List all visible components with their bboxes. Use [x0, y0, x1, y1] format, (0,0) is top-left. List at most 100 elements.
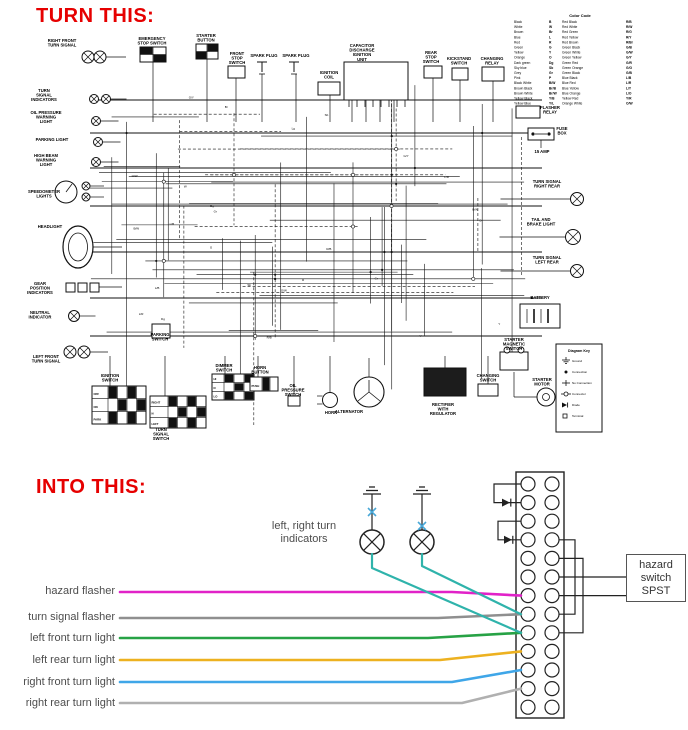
- wire-hazard-flasher: [118, 590, 523, 597]
- connector-terminal: [544, 532, 560, 548]
- svg-text:G/O: G/O: [626, 66, 632, 70]
- svg-text:BATTERY: BATTERY: [530, 295, 550, 300]
- connector-terminal: [520, 476, 536, 492]
- simplified-diagram: [118, 471, 626, 719]
- svg-text:G/Y: G/Y: [626, 56, 632, 60]
- svg-text:OFF: OFF: [94, 392, 100, 396]
- connector-terminal: [544, 606, 560, 622]
- svg-text:Terminal: Terminal: [572, 414, 584, 418]
- svg-text:LO: LO: [214, 395, 219, 399]
- svg-text:PUSH: PUSH: [252, 384, 260, 388]
- svg-text:Green Black: Green Black: [562, 71, 580, 75]
- svg-text:Orange: Orange: [514, 56, 525, 60]
- svg-text:R/W: R/W: [626, 25, 633, 29]
- connector-terminal: [520, 606, 536, 622]
- svg-text:SPARK PLUG: SPARK PLUG: [282, 53, 309, 58]
- svg-text:Brown Black: Brown Black: [514, 86, 533, 90]
- svg-text:O/W: O/W: [281, 288, 287, 292]
- svg-text:O: O: [549, 56, 552, 60]
- svg-text:Connection: Connection: [572, 370, 588, 374]
- svg-text:Sb: Sb: [247, 283, 251, 287]
- svg-text:G/Y: G/Y: [189, 96, 194, 100]
- label-right-front-turn-light: right front turn light: [23, 676, 115, 688]
- label-hazard-flasher: hazard flasher: [45, 585, 115, 597]
- svg-text:Ground: Ground: [572, 359, 582, 363]
- svg-text:Y/R: Y/R: [626, 97, 632, 101]
- svg-text:ON: ON: [94, 405, 98, 409]
- svg-text:Dg: Dg: [210, 204, 214, 208]
- svg-text:Green: Green: [514, 46, 523, 50]
- svg-text:L/O: L/O: [626, 91, 632, 95]
- svg-text:HEADLIGHT: HEADLIGHT: [38, 224, 63, 229]
- label-right-rear-turn-light: right rear turn light: [25, 697, 115, 709]
- connector-terminal: [544, 625, 560, 641]
- svg-text:Diagram Key: Diagram Key: [568, 349, 590, 353]
- svg-text:R/B: R/B: [326, 247, 331, 251]
- connector-terminal: [520, 625, 536, 641]
- wire-left-indicator: [370, 552, 523, 634]
- svg-text:Y/B: Y/B: [549, 97, 555, 101]
- connector-terminal: [544, 569, 560, 585]
- svg-text:W: W: [184, 185, 187, 189]
- svg-text:G/B: G/B: [626, 46, 632, 50]
- svg-text:Diode: Diode: [572, 403, 580, 407]
- svg-text:Green Orange: Green Orange: [562, 66, 583, 70]
- turn-this-title: TURN THIS:: [36, 5, 155, 27]
- wire-left-rear-turn: [118, 650, 523, 662]
- svg-text:Br: Br: [225, 105, 228, 109]
- svg-text:Br/W: Br/W: [549, 91, 558, 95]
- svg-text:G: G: [210, 245, 213, 249]
- svg-text:Gr: Gr: [549, 71, 554, 75]
- svg-text:Sb: Sb: [325, 113, 329, 117]
- svg-text:Orange White: Orange White: [562, 102, 583, 106]
- svg-text:G/B: G/B: [626, 71, 632, 75]
- svg-text:P: P: [549, 76, 552, 80]
- svg-text:Green Black: Green Black: [562, 46, 580, 50]
- svg-text:Br/B: Br/B: [549, 86, 557, 90]
- svg-text:R/B: R/B: [626, 20, 632, 24]
- svg-text:HI: HI: [214, 377, 217, 381]
- svg-text:B/W: B/W: [549, 81, 556, 85]
- connector-terminal: [520, 513, 536, 529]
- svg-text:Sb: Sb: [549, 66, 553, 70]
- svg-text:Y: Y: [498, 322, 500, 326]
- svg-text:Black: Black: [514, 20, 522, 24]
- connector-terminal: [544, 476, 560, 492]
- svg-text:W: W: [549, 25, 553, 29]
- connector-terminal: [520, 680, 536, 697]
- svg-text:L/R: L/R: [444, 175, 450, 179]
- svg-text:L/B: L/B: [155, 286, 160, 290]
- svg-text:ALTERNATOR: ALTERNATOR: [335, 409, 363, 414]
- connector-terminal: [520, 587, 536, 604]
- svg-text:LEFT: LEFT: [152, 422, 159, 426]
- svg-text:SPARK PLUG: SPARK PLUG: [250, 53, 277, 58]
